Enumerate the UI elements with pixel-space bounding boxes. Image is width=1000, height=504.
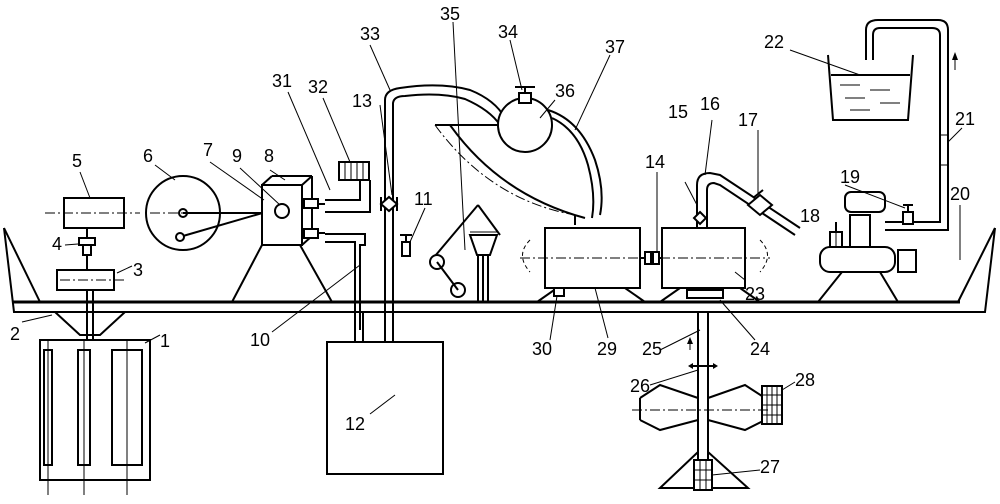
separator-35 (429, 204, 501, 303)
coupling-14 (640, 251, 662, 265)
label-26: 26 (630, 376, 650, 396)
leader-lines (21, 21, 963, 476)
label-5: 5 (72, 151, 82, 171)
label-27: 27 (760, 457, 780, 477)
tank-12 (326, 230, 444, 475)
pipe-37 (547, 109, 603, 225)
component-3 (56, 269, 125, 291)
label-7: 7 (203, 140, 213, 160)
valve-13 (379, 195, 399, 213)
label-12: 12 (345, 414, 365, 434)
engine-18 (817, 191, 917, 303)
label-34: 34 (498, 22, 518, 42)
label-6: 6 (143, 146, 153, 166)
label-4: 4 (52, 234, 62, 254)
label-17: 17 (738, 110, 758, 130)
pump-housing-7 (231, 175, 333, 303)
label-11: 11 (414, 189, 433, 209)
flywheel-6 (145, 175, 284, 251)
label-8: 8 (264, 146, 274, 166)
fan-28 (632, 383, 783, 432)
valve-11 (400, 234, 412, 257)
pipe-33 (384, 84, 506, 230)
label-36: 36 (555, 81, 575, 101)
pipe-31 (325, 161, 371, 330)
mounting-funnel (54, 290, 126, 340)
coupling-4 (78, 228, 96, 270)
pipe-21 (865, 19, 958, 231)
label-19: 19 (840, 167, 860, 187)
label-35: 35 (440, 4, 460, 24)
label-30: 30 (532, 339, 552, 359)
label-2: 2 (10, 324, 20, 344)
label-37: 37 (605, 37, 625, 57)
label-1: 1 (160, 331, 170, 351)
label-18: 18 (800, 206, 820, 226)
label-9: 9 (232, 146, 242, 166)
component-5 (45, 197, 140, 229)
drum-29 (520, 227, 660, 303)
label-28: 28 (795, 370, 815, 390)
intake-27 (657, 451, 751, 491)
chamber-23 (659, 227, 770, 303)
shaft-26 (687, 312, 718, 470)
label-33: 33 (360, 24, 380, 44)
label-10: 10 (250, 330, 270, 350)
label-32: 32 (308, 77, 328, 97)
label-16: 16 (700, 94, 720, 114)
label-22: 22 (764, 32, 784, 52)
label-29: 29 (597, 339, 617, 359)
label-25: 25 (642, 339, 662, 359)
label-21: 21 (955, 109, 975, 129)
label-24: 24 (750, 339, 770, 359)
label-14: 14 (645, 152, 665, 172)
label-31: 31 (272, 71, 292, 91)
label-20: 20 (950, 184, 970, 204)
number-labels: 1 2 3 4 5 6 7 9 8 10 31 32 13 11 12 33 3… (10, 4, 975, 477)
sphere-36 (434, 86, 586, 219)
label-13: 13 (352, 91, 372, 111)
label-15: 15 (668, 102, 688, 122)
pipe-16 (692, 171, 801, 236)
label-3: 3 (133, 260, 143, 280)
label-23: 23 (745, 284, 765, 304)
valve-17 (746, 189, 774, 217)
submerged-unit-1 (39, 339, 151, 495)
container-22 (827, 54, 914, 121)
